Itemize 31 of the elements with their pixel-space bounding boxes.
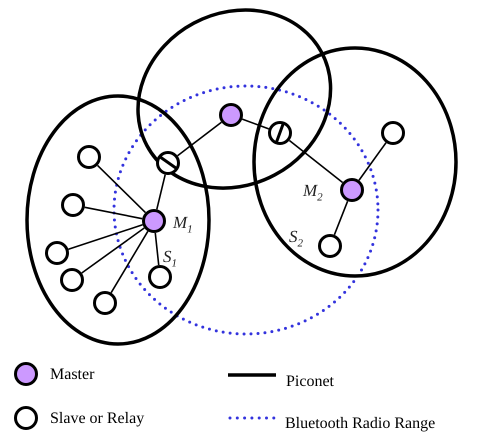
slave-node: [93, 291, 117, 315]
legend-label: Slave or Relay: [50, 411, 144, 427]
link-line: [81, 227, 145, 274]
link-line: [156, 174, 166, 210]
legend-label: Bluetooth Radio Range: [285, 416, 436, 432]
node-label: M$_{2}$: [303, 182, 323, 204]
slave-node: [61, 193, 85, 217]
slave-node: [45, 241, 69, 265]
piconet-ellipse: [25, 94, 211, 346]
link-line: [68, 224, 143, 250]
link-line: [96, 164, 146, 214]
link-line: [110, 230, 149, 294]
link-line: [84, 206, 142, 220]
link-line: [177, 122, 222, 156]
link-line: [334, 200, 348, 236]
link-line: [288, 140, 344, 184]
link-line: [358, 142, 387, 181]
master-node: [218, 102, 243, 127]
slave-node: [60, 268, 84, 292]
piconet-ellipse: [252, 46, 458, 278]
link-line: [242, 118, 270, 130]
relay-node: [156, 151, 180, 175]
node-label: S$_{2}$: [289, 228, 303, 250]
slave-node: [77, 145, 101, 169]
link-line: [154, 232, 160, 266]
relay-node: [268, 121, 292, 145]
node-label: S$_{1}$: [163, 248, 177, 270]
slave-node: [381, 121, 405, 145]
legend-label: Master: [50, 367, 94, 383]
legend-label: Piconet: [286, 374, 334, 390]
node-label: M$_{1}$: [173, 214, 193, 236]
